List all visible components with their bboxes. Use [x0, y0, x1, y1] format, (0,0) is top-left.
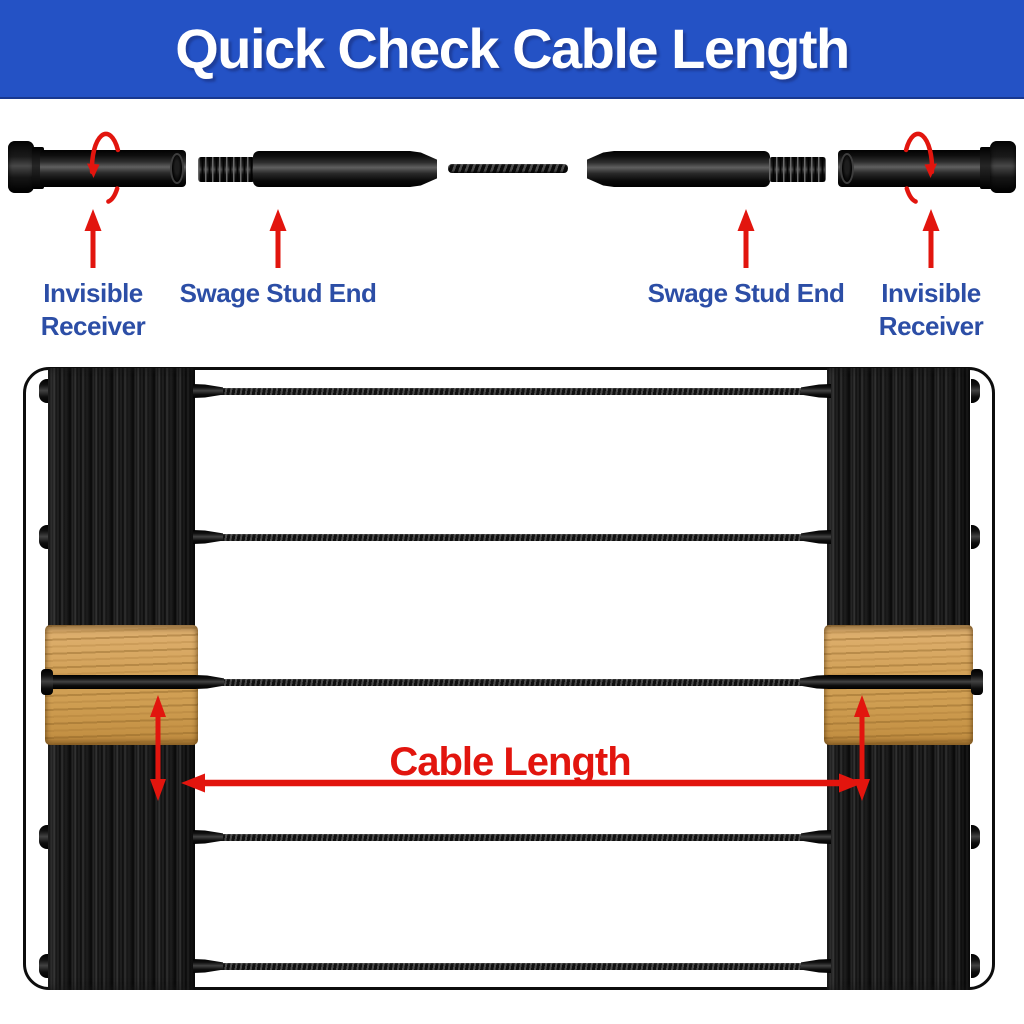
- cable2-receiver-head-right: [971, 525, 980, 549]
- cable3-receiver-head-left: [41, 669, 53, 695]
- cable2-receiver-head-left: [39, 525, 48, 549]
- stud-right-body: [614, 151, 770, 187]
- label-swage-stud-right: Swage Stud End: [647, 278, 845, 308]
- receiver-left-head: [8, 141, 34, 193]
- rail-cable-5: [195, 963, 827, 970]
- cable-length-label: Cable Length: [389, 740, 631, 784]
- pointer-arrow-stud-left-icon: [269, 209, 287, 268]
- cable3-receiver-body-left: [50, 675, 198, 689]
- cable2-swage-left: [193, 530, 223, 544]
- receiver-right-neck: [980, 147, 992, 189]
- receiver-right-body: [838, 150, 984, 187]
- rail-cable-4: [195, 834, 827, 841]
- cable3-swage-left: [196, 675, 224, 689]
- stud-left-taper: [410, 151, 437, 187]
- receiver-left-opening: [170, 153, 184, 184]
- cable4-swage-left: [193, 830, 223, 844]
- rotation-arc-tail-right: [904, 186, 918, 204]
- pointer-arrow-receiver-right-icon: [922, 209, 940, 268]
- cable4-receiver-head-right: [971, 825, 980, 849]
- page-title: Quick Check Cable Length: [175, 17, 850, 80]
- receiver-right-opening: [840, 153, 854, 184]
- pointer-arrow-stud-right-icon: [737, 209, 755, 268]
- cable4-swage-right: [801, 830, 831, 844]
- pointer-arrow-receiver-left-icon: [84, 209, 102, 268]
- receiver-right-head: [990, 141, 1016, 193]
- arrow-head: [84, 209, 102, 231]
- cable-segment: [448, 164, 568, 173]
- cable3-receiver-head-right: [971, 669, 983, 695]
- cable3-receiver-body-right: [826, 675, 974, 689]
- cable4-receiver-head-left: [39, 825, 48, 849]
- stud-left-body: [253, 151, 410, 187]
- rail-cable-1: [195, 388, 827, 395]
- cable1-receiver-head-right: [971, 379, 980, 403]
- label-invisible-receiver-left: Invisible Receiver: [40, 278, 146, 341]
- cable1-swage-left: [193, 384, 223, 398]
- header-banner: Quick Check Cable Length: [0, 0, 1024, 99]
- cable5-swage-left: [193, 959, 223, 973]
- cable3-swage-right: [800, 675, 828, 689]
- arrow-head: [269, 209, 287, 231]
- arrow-head: [737, 209, 755, 231]
- cable5-receiver-head-left: [39, 954, 48, 978]
- cable5-swage-right: [801, 959, 831, 973]
- cable1-swage-right: [801, 384, 831, 398]
- rail-cable-2: [195, 534, 827, 541]
- label-swage-stud-left: Swage Stud End: [179, 278, 377, 308]
- rail-cable-3: [220, 679, 804, 686]
- cable1-receiver-head-left: [39, 379, 48, 403]
- stud-left-threads: [198, 157, 255, 182]
- receiver-left-body: [40, 150, 186, 187]
- arrow-head: [922, 209, 940, 231]
- rotation-arc-tail-left: [106, 186, 120, 204]
- stud-right-threads: [769, 157, 826, 182]
- cable2-swage-right: [801, 530, 831, 544]
- stud-right-taper: [587, 151, 614, 187]
- label-invisible-receiver-right: Invisible Receiver: [878, 278, 984, 341]
- cable5-receiver-head-right: [971, 954, 980, 978]
